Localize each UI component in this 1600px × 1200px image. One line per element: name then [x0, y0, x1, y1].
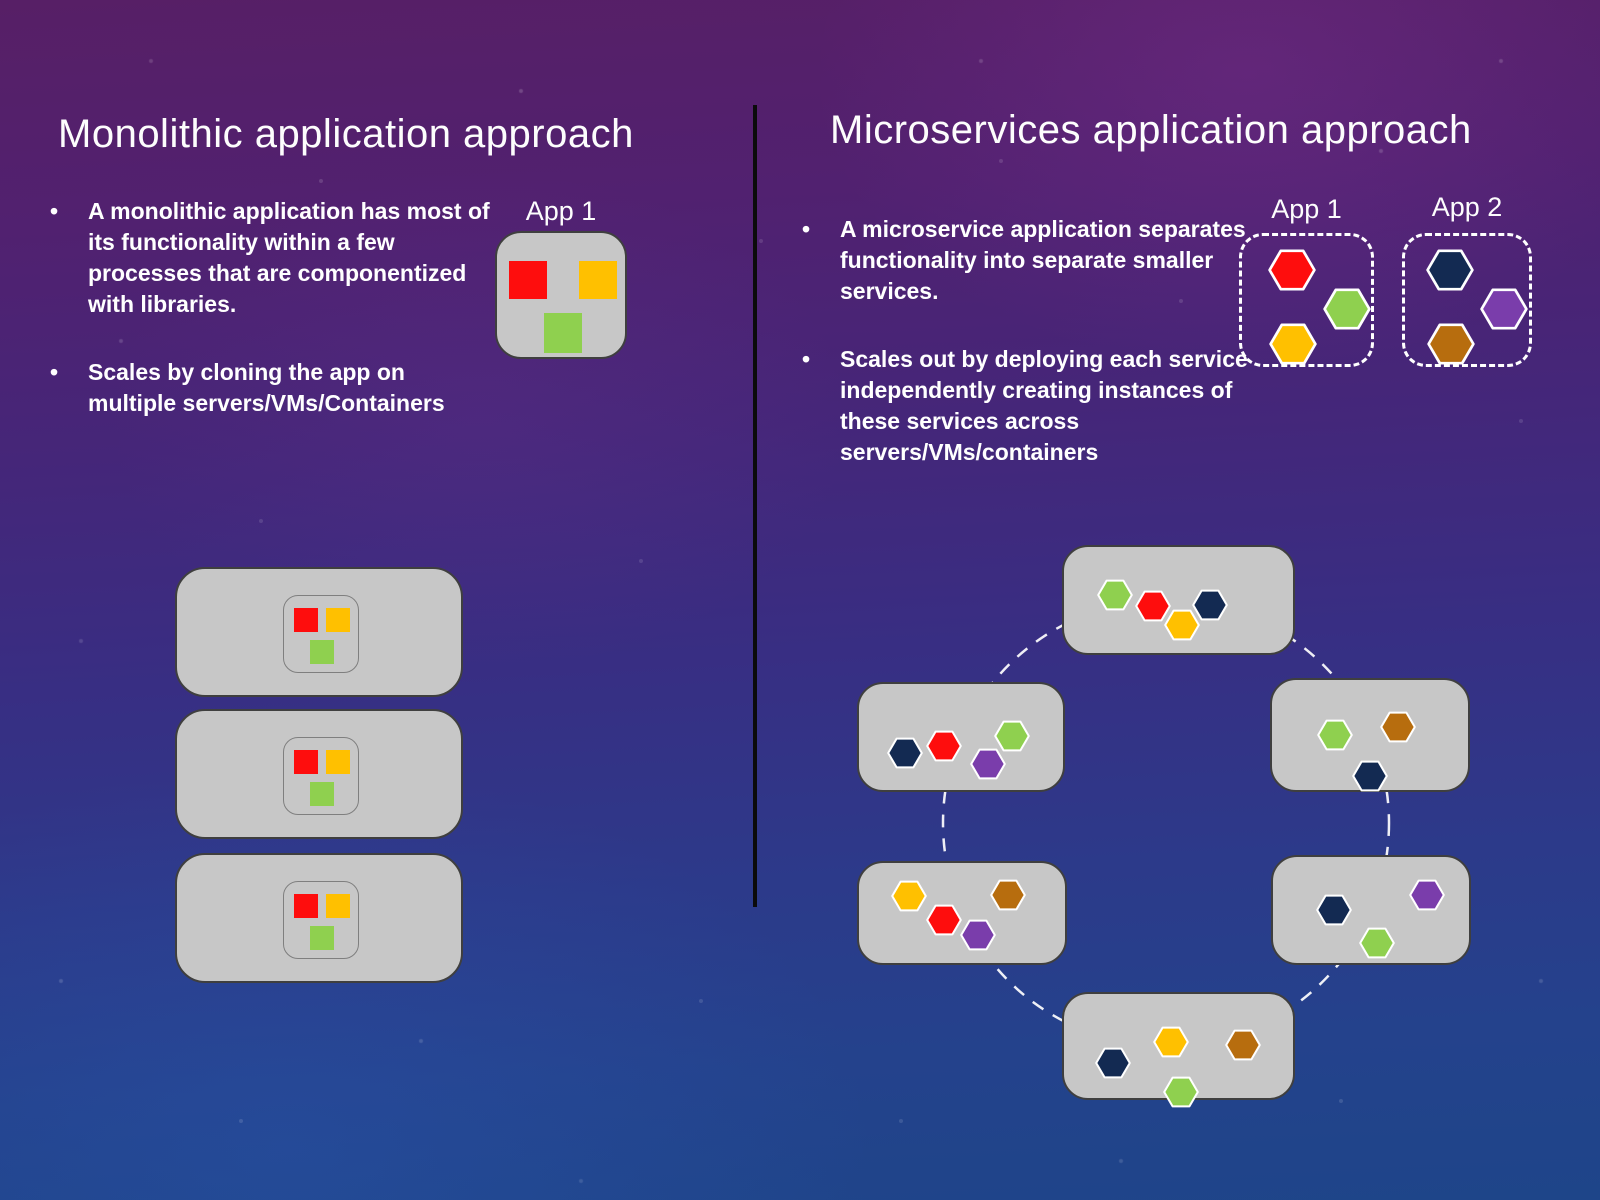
component-square-red: [294, 750, 318, 774]
hexagon-navy: [1426, 249, 1474, 291]
hexagon-amber: [1153, 1026, 1189, 1058]
hexagon-green: [1163, 1076, 1199, 1108]
vertical-divider: [753, 105, 757, 907]
mini-app-box: [283, 881, 359, 959]
hexagon-navy: [1352, 760, 1388, 792]
hexagon-amber: [891, 880, 927, 912]
hexagon-green: [1317, 719, 1353, 751]
mono-app-box: [495, 231, 627, 359]
hexagon-purple: [960, 919, 996, 951]
micro-app1-box: [1239, 233, 1374, 367]
micro-app2-box: [1402, 233, 1532, 367]
component-square-green: [310, 782, 334, 806]
hexagon-amber: [1164, 609, 1200, 641]
component-square-green: [310, 640, 334, 664]
microservices-bullet-list: A microservice application separates fun…: [800, 214, 1250, 505]
hexagon-purple: [970, 748, 1006, 780]
hexagon-navy: [1192, 589, 1228, 621]
hexagon-red: [1268, 249, 1316, 291]
service-instance-box-right-bottom: [1271, 855, 1471, 965]
server-clone-box: [175, 709, 463, 839]
component-square-red: [509, 261, 547, 299]
server-clone-box: [175, 567, 463, 697]
hexagon-amber: [1269, 323, 1317, 365]
page-title-microservices: Microservices application approach: [830, 108, 1472, 152]
bullet-item: A monolithic application has most of its…: [48, 196, 498, 320]
hexagon-purple: [1480, 288, 1528, 330]
hexagon-navy: [1095, 1047, 1131, 1079]
mini-app-box: [283, 595, 359, 673]
mini-app-box: [283, 737, 359, 815]
hexagon-green: [1323, 288, 1371, 330]
component-square-green: [544, 313, 582, 353]
hexagon-green: [1359, 927, 1395, 959]
micro-app2-label: App 2: [1431, 192, 1503, 222]
component-square-amber: [326, 608, 350, 632]
component-square-red: [294, 608, 318, 632]
hexagon-red: [1135, 590, 1171, 622]
service-instance-box-right-middle: [1270, 678, 1470, 792]
component-square-green: [310, 926, 334, 950]
monolithic-bullet-list: A monolithic application has most of its…: [48, 196, 498, 456]
service-instance-box-left-bottom: [857, 861, 1067, 965]
hexagon-green: [994, 720, 1030, 752]
hexagon-red: [926, 730, 962, 762]
server-clone-box: [175, 853, 463, 983]
mono-app-label: App 1: [525, 196, 597, 226]
component-square-red: [294, 894, 318, 918]
service-instance-box-left-middle: [857, 682, 1065, 792]
bullet-item: A microservice application separates fun…: [800, 214, 1250, 307]
micro-app1-label: App 1: [1271, 194, 1342, 224]
component-square-amber: [326, 750, 350, 774]
hexagon-navy: [887, 737, 923, 769]
hexagon-navy: [1316, 894, 1352, 926]
hexagon-brown: [1380, 711, 1416, 743]
component-square-amber: [579, 261, 617, 299]
hexagon-brown: [990, 879, 1026, 911]
hexagon-red: [926, 904, 962, 936]
service-instance-box-bottom: [1062, 992, 1295, 1108]
bullet-item: Scales out by deploying each service ind…: [800, 344, 1250, 468]
service-instance-box-top: [1062, 545, 1295, 655]
component-square-amber: [326, 894, 350, 918]
hexagon-purple: [1409, 879, 1445, 911]
hexagon-brown: [1225, 1029, 1261, 1061]
page-title-monolithic: Monolithic application approach: [58, 112, 634, 156]
hexagon-green: [1097, 579, 1133, 611]
bullet-item: Scales by cloning the app on multiple se…: [48, 357, 498, 419]
hexagon-brown: [1427, 323, 1475, 365]
